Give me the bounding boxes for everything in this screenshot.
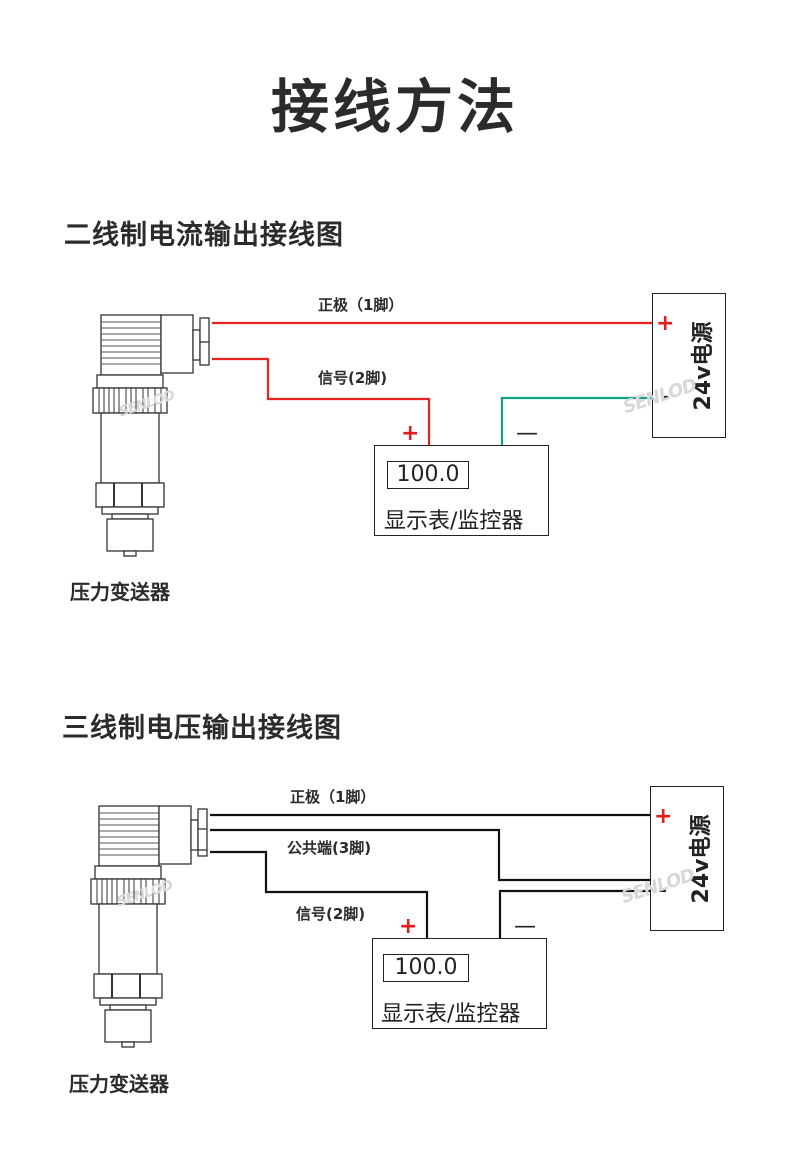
- wire-label-signal: 信号(2脚): [296, 905, 366, 923]
- meter-name: 显示表/监控器: [384, 509, 524, 534]
- display-meter: 100.0 显示表/监控器: [374, 445, 549, 536]
- meter-readout: 100.0: [383, 954, 469, 982]
- meter-plus-terminal: +: [399, 914, 418, 939]
- pressure-transmitter-icon: [92, 314, 210, 557]
- meter-name: 显示表/监控器: [381, 1002, 521, 1027]
- wire-common-meter: [498, 889, 650, 938]
- power-supply: + - 24v电源: [652, 293, 726, 438]
- meter-minus-terminal: —: [514, 914, 536, 939]
- wire-label-positive: 正极（1脚）: [290, 788, 376, 806]
- two-wire-wiring: [212, 321, 652, 445]
- psu-name: 24v电源: [689, 814, 714, 904]
- wire-common-3: [210, 828, 650, 882]
- psu-minus-terminal: -: [658, 878, 668, 903]
- display-meter: 100.0 显示表/监控器: [372, 938, 547, 1029]
- psu-name: 24v电源: [691, 321, 716, 411]
- page-title: 接线方法: [270, 73, 519, 141]
- power-supply: + - 24v电源: [650, 786, 724, 931]
- wire-label-signal: 信号(2脚): [318, 369, 388, 387]
- device-label-transmitter: 压力变送器: [70, 580, 170, 604]
- pressure-transmitter-icon: [90, 805, 208, 1048]
- wire-label-positive: 正极（1脚）: [318, 296, 404, 314]
- psu-plus-terminal: +: [654, 804, 673, 829]
- section-title-three-wire: 三线制电压输出接线图: [62, 713, 342, 744]
- meter-minus-terminal: —: [516, 421, 538, 446]
- wire-signal-2: [210, 850, 429, 938]
- meter-plus-terminal: +: [401, 421, 420, 446]
- device-label-transmitter: 压力变送器: [69, 1072, 169, 1096]
- three-wire-wiring: [210, 813, 650, 938]
- wire-label-common: 公共端(3脚): [287, 839, 372, 857]
- section-title-two-wire: 二线制电流输出接线图: [64, 220, 344, 251]
- meter-readout: 100.0: [387, 461, 469, 489]
- wire-signal-2: [212, 357, 431, 445]
- psu-plus-terminal: +: [656, 311, 675, 336]
- psu-minus-terminal: -: [660, 385, 670, 410]
- wire-negative: [500, 396, 652, 445]
